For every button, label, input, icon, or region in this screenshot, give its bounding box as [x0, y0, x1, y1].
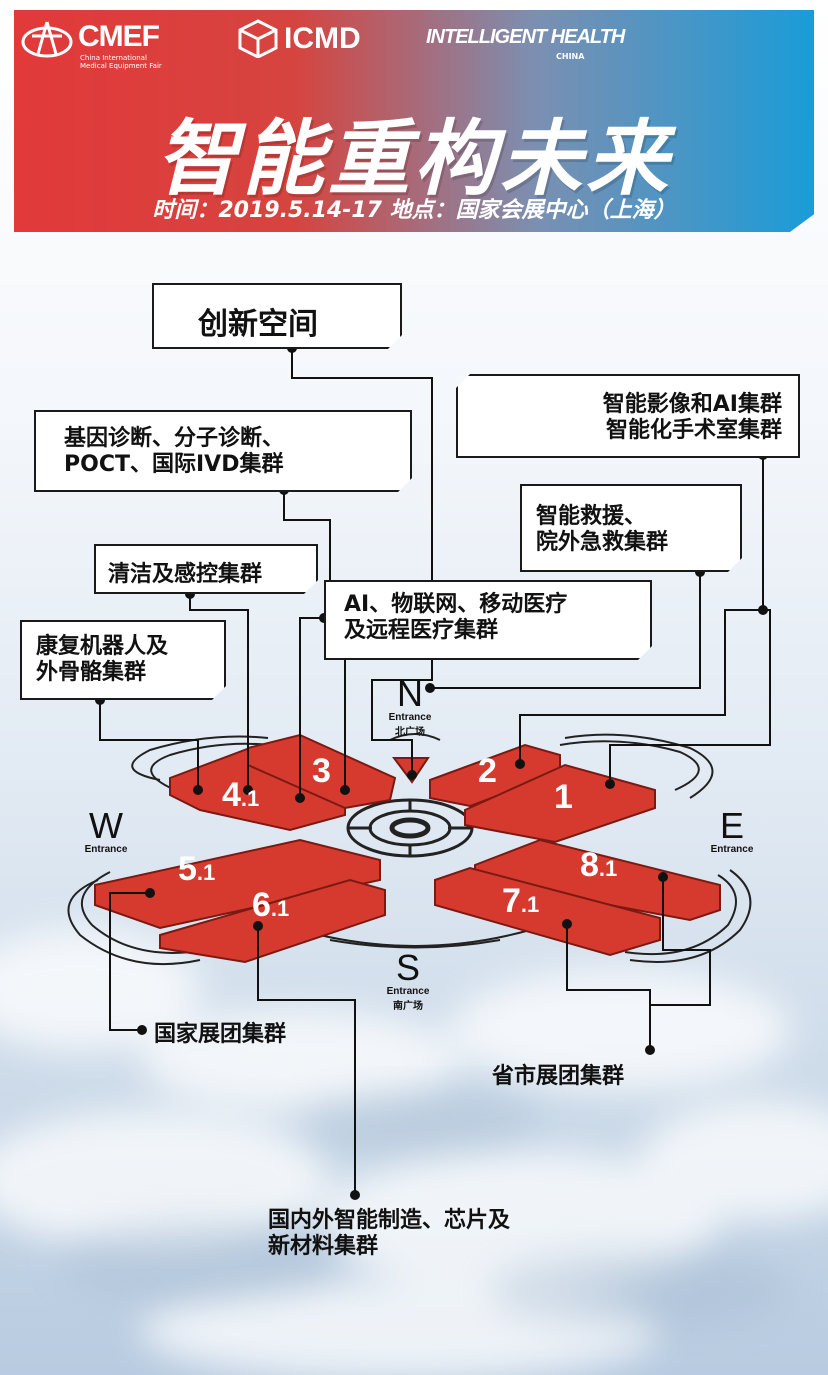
rescue-line2: 院外急救集群: [536, 530, 669, 555]
north-entrance-en: Entrance: [388, 712, 432, 723]
hall-7-1-shape: [434, 866, 661, 957]
gene-diagnostics-label: 基因诊断、分子诊断、 POCT、国际IVD集群: [34, 410, 412, 492]
hall-7-1-label: 7.1: [502, 882, 540, 920]
west-letter: W: [89, 805, 123, 846]
rehab-robot-line2: 外骨骼集群: [36, 660, 147, 685]
rehab-robot-label: 康复机器人及 外骨骼集群: [20, 620, 226, 700]
cmef-subtitle-1: China International: [80, 54, 147, 62]
hall-3-label: 3: [312, 752, 331, 790]
gene-diagnostics-line1: 基因诊断、分子诊断、: [64, 426, 285, 451]
cmef-emblem-icon: [21, 21, 73, 58]
intelligent-health-wordmark: INTELLIGENT HEALTH: [426, 26, 625, 48]
ai-iot-line2: 及远程医疗集群: [344, 618, 499, 643]
manufacturing-line1: 国内外智能制造、芯片及: [268, 1208, 511, 1233]
intelligent-health-subtitle: CHINA: [556, 52, 585, 61]
ai-iot-line1: AI、物联网、移动医疗: [344, 592, 568, 617]
venue-outline: [67, 733, 752, 966]
imaging-ai-label: 智能影像和AI集群 智能化手术室集群: [456, 374, 800, 458]
rescue-label: 智能救援、 院外急救集群: [520, 484, 742, 572]
icmd-wordmark: ICMD: [284, 22, 361, 55]
imaging-ai-line2: 智能化手术室集群: [605, 418, 782, 443]
hall-5-1-shape: [94, 838, 381, 930]
gene-diagnostics-line2: POCT、国际IVD集群: [64, 452, 284, 477]
hall-6-1-shape: [159, 878, 386, 964]
hall-shapes: [94, 733, 721, 964]
east-entrance: E Entrance: [702, 805, 762, 856]
innovation-space-label: 创新空间: [152, 283, 402, 349]
rescue-line1: 智能救援、: [536, 504, 647, 529]
hall-4-1-label: 4.1: [222, 776, 260, 814]
cmef-wordmark: CMEF: [78, 20, 160, 53]
manufacturing-label: 国内外智能制造、芯片及 新材料集群: [268, 1208, 510, 1260]
hall-2-label: 2: [478, 752, 497, 790]
north-entrance-cn: 北广场: [395, 727, 425, 738]
hall-6-1-label: 6.1: [252, 886, 290, 924]
hall-8-1-label: 8.1: [580, 846, 618, 884]
headline: 智能重构未来: [156, 112, 672, 207]
imaging-ai-line1: 智能影像和AI集群: [602, 392, 782, 417]
north-entrance: N Entrance 北广场: [380, 673, 440, 739]
date-location-line: 时间：2019.5.14-17 地点：国家会展中心（上海）: [152, 198, 676, 223]
rehab-robot-line1: 康复机器人及: [36, 634, 169, 659]
south-letter: S: [395, 947, 420, 988]
cleaning-infection-label: 清洁及感控集群: [94, 544, 318, 594]
ai-iot-label: AI、物联网、移动医疗 及远程医疗集群: [324, 580, 652, 660]
provincial-group-label: 省市展团集群: [492, 1064, 625, 1089]
cmef-subtitle-2: Medical Equipment Fair: [80, 62, 162, 70]
south-entrance: S Entrance 南广场: [378, 947, 438, 1013]
north-letter: N: [397, 673, 423, 714]
east-entrance-en: Entrance: [710, 844, 754, 855]
central-hub: [346, 798, 474, 858]
west-entrance: W Entrance: [76, 805, 136, 856]
icmd-cube-icon: [238, 19, 278, 58]
south-entrance-en: Entrance: [386, 986, 430, 997]
hall-5-1-label: 5.1: [178, 850, 216, 888]
south-entrance-cn: 南广场: [393, 1001, 423, 1012]
hall-1-label: 1: [554, 778, 573, 816]
east-letter: E: [719, 805, 744, 846]
national-group-label: 国家展团集群: [154, 1022, 287, 1047]
west-entrance-en: Entrance: [84, 844, 128, 855]
header-banner: [14, 10, 814, 232]
manufacturing-line2: 新材料集群: [268, 1234, 379, 1259]
